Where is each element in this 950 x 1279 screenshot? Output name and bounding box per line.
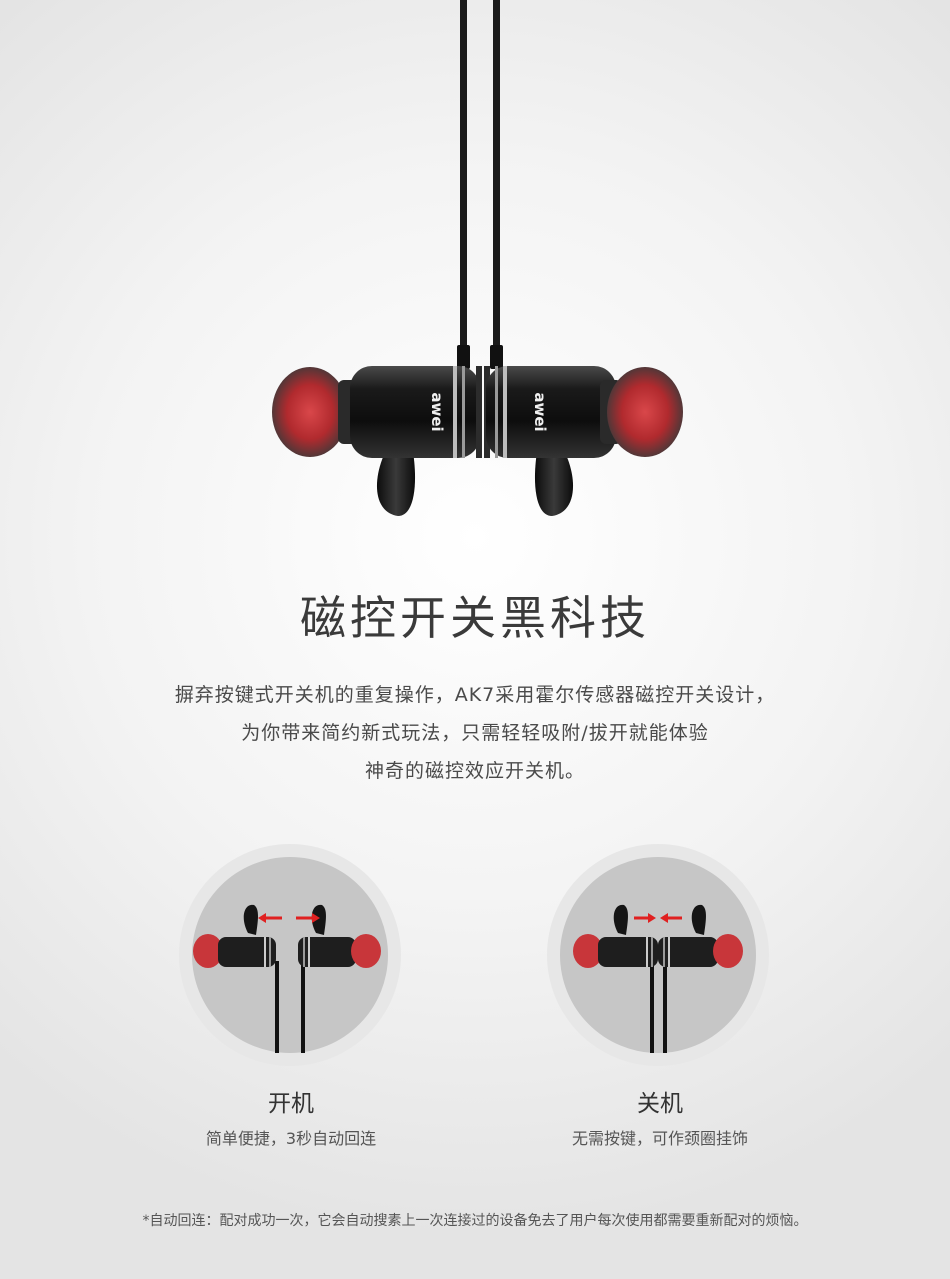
- power-off-svg: [547, 844, 769, 1066]
- ring-right-2: [308, 937, 310, 967]
- brand-logo-right: awei: [531, 392, 549, 431]
- power-on-svg: [179, 844, 401, 1066]
- cable-right: [493, 0, 500, 350]
- arrow-right-icon: [312, 913, 320, 923]
- cable-sleeve-right: [490, 345, 503, 369]
- ear-hook-right: [534, 440, 574, 516]
- description-line-2: 为你带来简约新式玩法，只需轻轻吸附/拔开就能体验: [241, 722, 709, 744]
- ring-left: [264, 937, 266, 967]
- earbud-right: [658, 937, 718, 967]
- arrow-left-icon: [258, 913, 266, 923]
- eartip-right: [607, 367, 683, 457]
- earbud-body-left: [350, 366, 480, 458]
- hero-earphones-illustration: awei awei: [0, 0, 950, 560]
- hook-right: [691, 904, 706, 935]
- description-line-1: 摒弃按键式开关机的重复操作，AK7采用霍尔传感器磁控开关设计，: [174, 684, 776, 706]
- ring-right-2: [668, 937, 670, 967]
- cable-sleeve-left: [457, 345, 470, 369]
- auto-reconnect-footnote: *自动回连：配对成功一次，它会自动搜素上一次连接过的设备免去了用户每次使用都需要…: [142, 1213, 808, 1229]
- silver-ring-right-2: [503, 366, 507, 458]
- ring-left: [646, 937, 648, 967]
- silver-ring-left-1: [453, 366, 457, 458]
- hook-left: [243, 904, 258, 935]
- cable-right: [301, 961, 305, 1053]
- cable-left: [275, 961, 279, 1053]
- earbud-left: [218, 937, 276, 967]
- eartip-left: [193, 934, 223, 968]
- page-title: 磁控开关黑科技: [300, 591, 650, 645]
- power-off-label: 关机: [637, 1091, 683, 1117]
- power-off-illustration: [546, 843, 770, 1067]
- ring-right: [663, 937, 665, 967]
- arrow-right-icon: [648, 913, 656, 923]
- brand-logo-left: awei: [428, 392, 446, 431]
- hook-left: [613, 904, 628, 935]
- description-line-3: 神奇的磁控效应开关机。: [364, 760, 585, 782]
- eartip-right: [351, 934, 381, 968]
- ring-left-2: [269, 937, 271, 967]
- power-on-label: 开机: [268, 1091, 314, 1117]
- eartip-left: [272, 367, 348, 457]
- eartip-right: [713, 934, 743, 968]
- earbud-left: [598, 937, 658, 967]
- earphones-svg: awei awei: [272, 0, 683, 516]
- ear-hook-left: [376, 440, 416, 516]
- eartip-left: [573, 934, 603, 968]
- earbud-right: [298, 937, 356, 967]
- hook-right: [311, 904, 326, 935]
- ring-left-2: [651, 937, 653, 967]
- power-off-caption: 无需按键，可作颈圈挂饰: [571, 1129, 748, 1148]
- circle-inner-left: [192, 857, 388, 1053]
- cable-left: [460, 0, 467, 350]
- silver-ring-right-1: [495, 366, 498, 458]
- earbud-body-right: [486, 366, 616, 458]
- silver-ring-left-2: [462, 366, 465, 458]
- feature-description: 摒弃按键式开关机的重复操作，AK7采用霍尔传感器磁控开关设计， 为你带来简约新式…: [0, 676, 950, 790]
- arrow-left-icon: [660, 913, 668, 923]
- power-on-caption: 简单便捷，3秒自动回连: [205, 1129, 377, 1148]
- power-on-illustration: [178, 843, 402, 1067]
- cable-left: [650, 961, 654, 1053]
- ring-right: [303, 937, 305, 967]
- magnet-face-left: [476, 366, 482, 458]
- cable-right: [663, 961, 667, 1053]
